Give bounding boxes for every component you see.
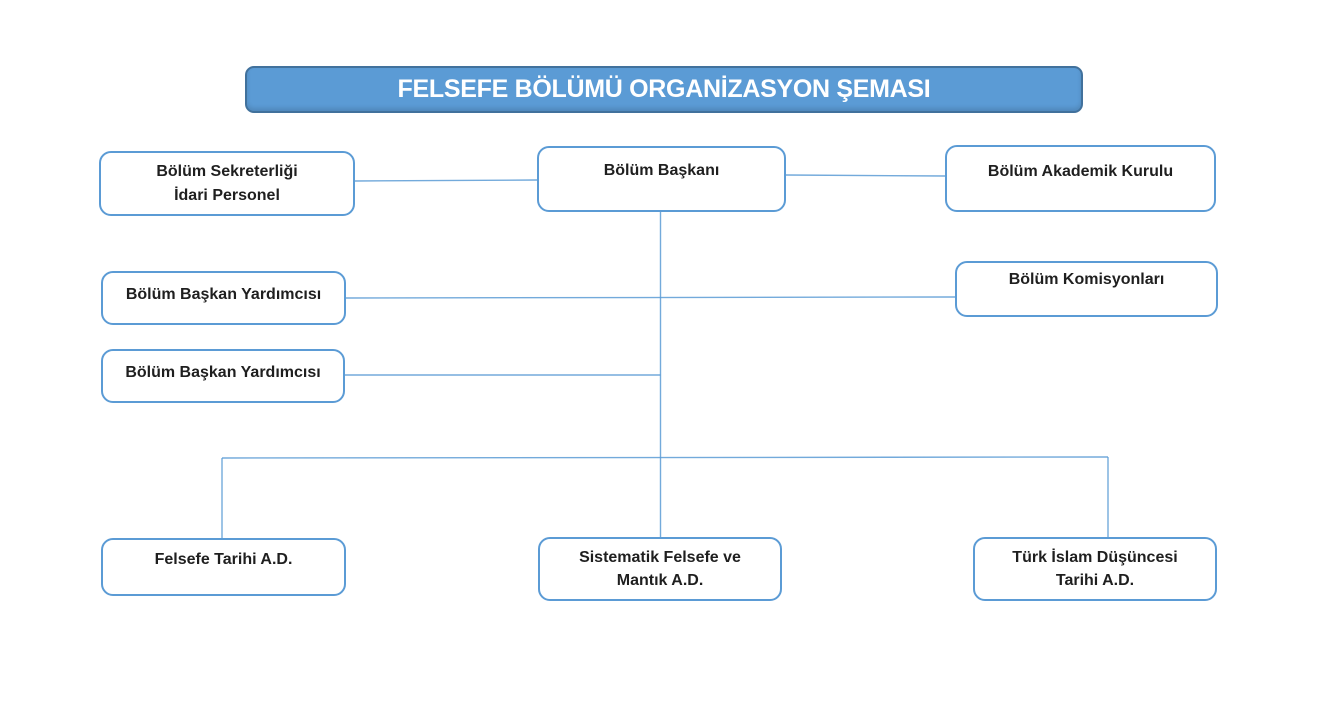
node-label-line: Tarihi A.D. — [1055, 572, 1135, 589]
node-label-line: Sistematik Felsefe ve — [579, 548, 741, 566]
chart-title: FELSEFE BÖLÜMÜ ORGANİZASYON ŞEMASI — [397, 75, 931, 103]
connector-bottom-rail — [221, 456, 1109, 459]
node-turk-islam-dusuncesi-tarihi-ad: Türk İslam Düşüncesi Tarihi A.D. — [973, 537, 1217, 601]
node-bolum-akademik-kurulu: Bölüm Akademik Kurulu — [945, 145, 1216, 212]
chart-title-banner: FELSEFE BÖLÜMÜ ORGANİZASYON ŞEMASI — [245, 66, 1083, 113]
node-bolum-baskani: Bölüm Başkanı — [537, 146, 786, 212]
connector-yardimci1-komisyonlar — [345, 296, 956, 299]
node-label-line: Bölüm Başkan Yardımcısı — [125, 364, 321, 382]
node-sistematik-felsefe-ve-mantik-ad: Sistematik Felsefe ve Mantık A.D. — [538, 537, 782, 601]
node-label-line: Bölüm Komisyonları — [1008, 271, 1165, 289]
connector-sekreterlik-baskan — [354, 179, 538, 182]
node-label-line: Bölüm Başkan Yardımcısı — [125, 286, 322, 304]
connector-baskan-akademik — [785, 174, 946, 177]
node-bolum-baskan-yardimcisi-1: Bölüm Başkan Yardımcısı — [101, 271, 346, 325]
node-label-line: Mantık A.D. — [616, 572, 704, 589]
node-label-line: Bölüm Başkanı — [603, 162, 720, 180]
node-bolum-baskan-yardimcisi-2: Bölüm Başkan Yardımcısı — [101, 349, 345, 403]
node-label-line: İdari Personel — [174, 186, 280, 204]
node-label-line: Bölüm Akademik Kurulu — [987, 162, 1174, 180]
node-felsefe-tarihi-ad: Felsefe Tarihi A.D. — [101, 538, 346, 596]
node-label-line: Felsefe Tarihi A.D. — [154, 551, 293, 569]
node-bolum-komisyonlari: Bölüm Komisyonları — [955, 261, 1218, 317]
node-label-line: Bölüm Sekreterliği — [156, 163, 298, 181]
node-label-line: Türk İslam Düşüncesi — [1012, 548, 1178, 566]
node-bolum-sekreterligi-idari-personel: Bölüm Sekreterliği İdari Personel — [99, 151, 355, 216]
